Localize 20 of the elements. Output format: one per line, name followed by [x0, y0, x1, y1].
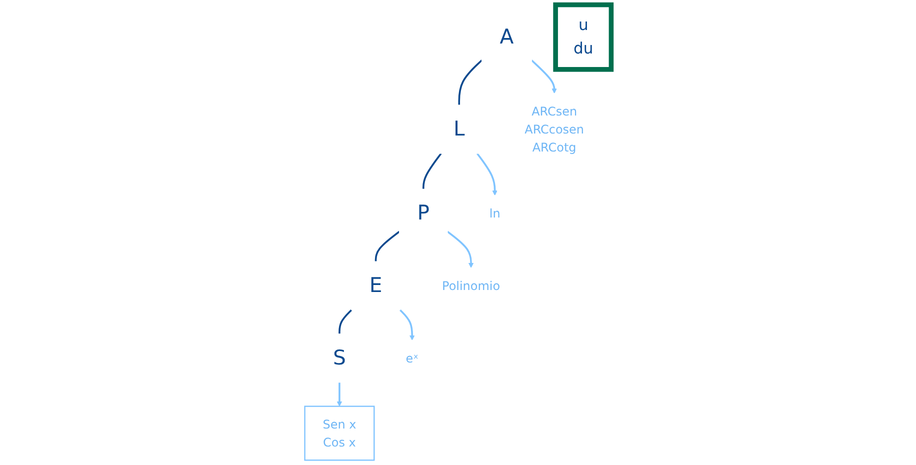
arrow	[336, 382, 342, 407]
node-text: E	[369, 273, 382, 298]
arrow	[476, 152, 498, 196]
arrow	[531, 60, 557, 94]
connector	[458, 60, 482, 106]
node-text: L	[453, 117, 465, 141]
node-box: u du	[553, 2, 614, 72]
node-text: eˣ	[406, 350, 418, 366]
node-text: ln	[489, 206, 500, 221]
arrow	[446, 230, 474, 268]
node-text: A	[500, 24, 514, 49]
node-text: P	[417, 201, 430, 226]
node-text: Polinomio	[442, 278, 500, 293]
connector	[374, 230, 400, 262]
connector	[422, 152, 442, 190]
node-text: S	[333, 346, 346, 370]
arrow	[399, 309, 415, 340]
node-text: ARCsen ARCcosen ARCotg	[524, 104, 584, 154]
connector	[338, 309, 352, 334]
node-box: Sen x Cos x	[304, 406, 375, 461]
